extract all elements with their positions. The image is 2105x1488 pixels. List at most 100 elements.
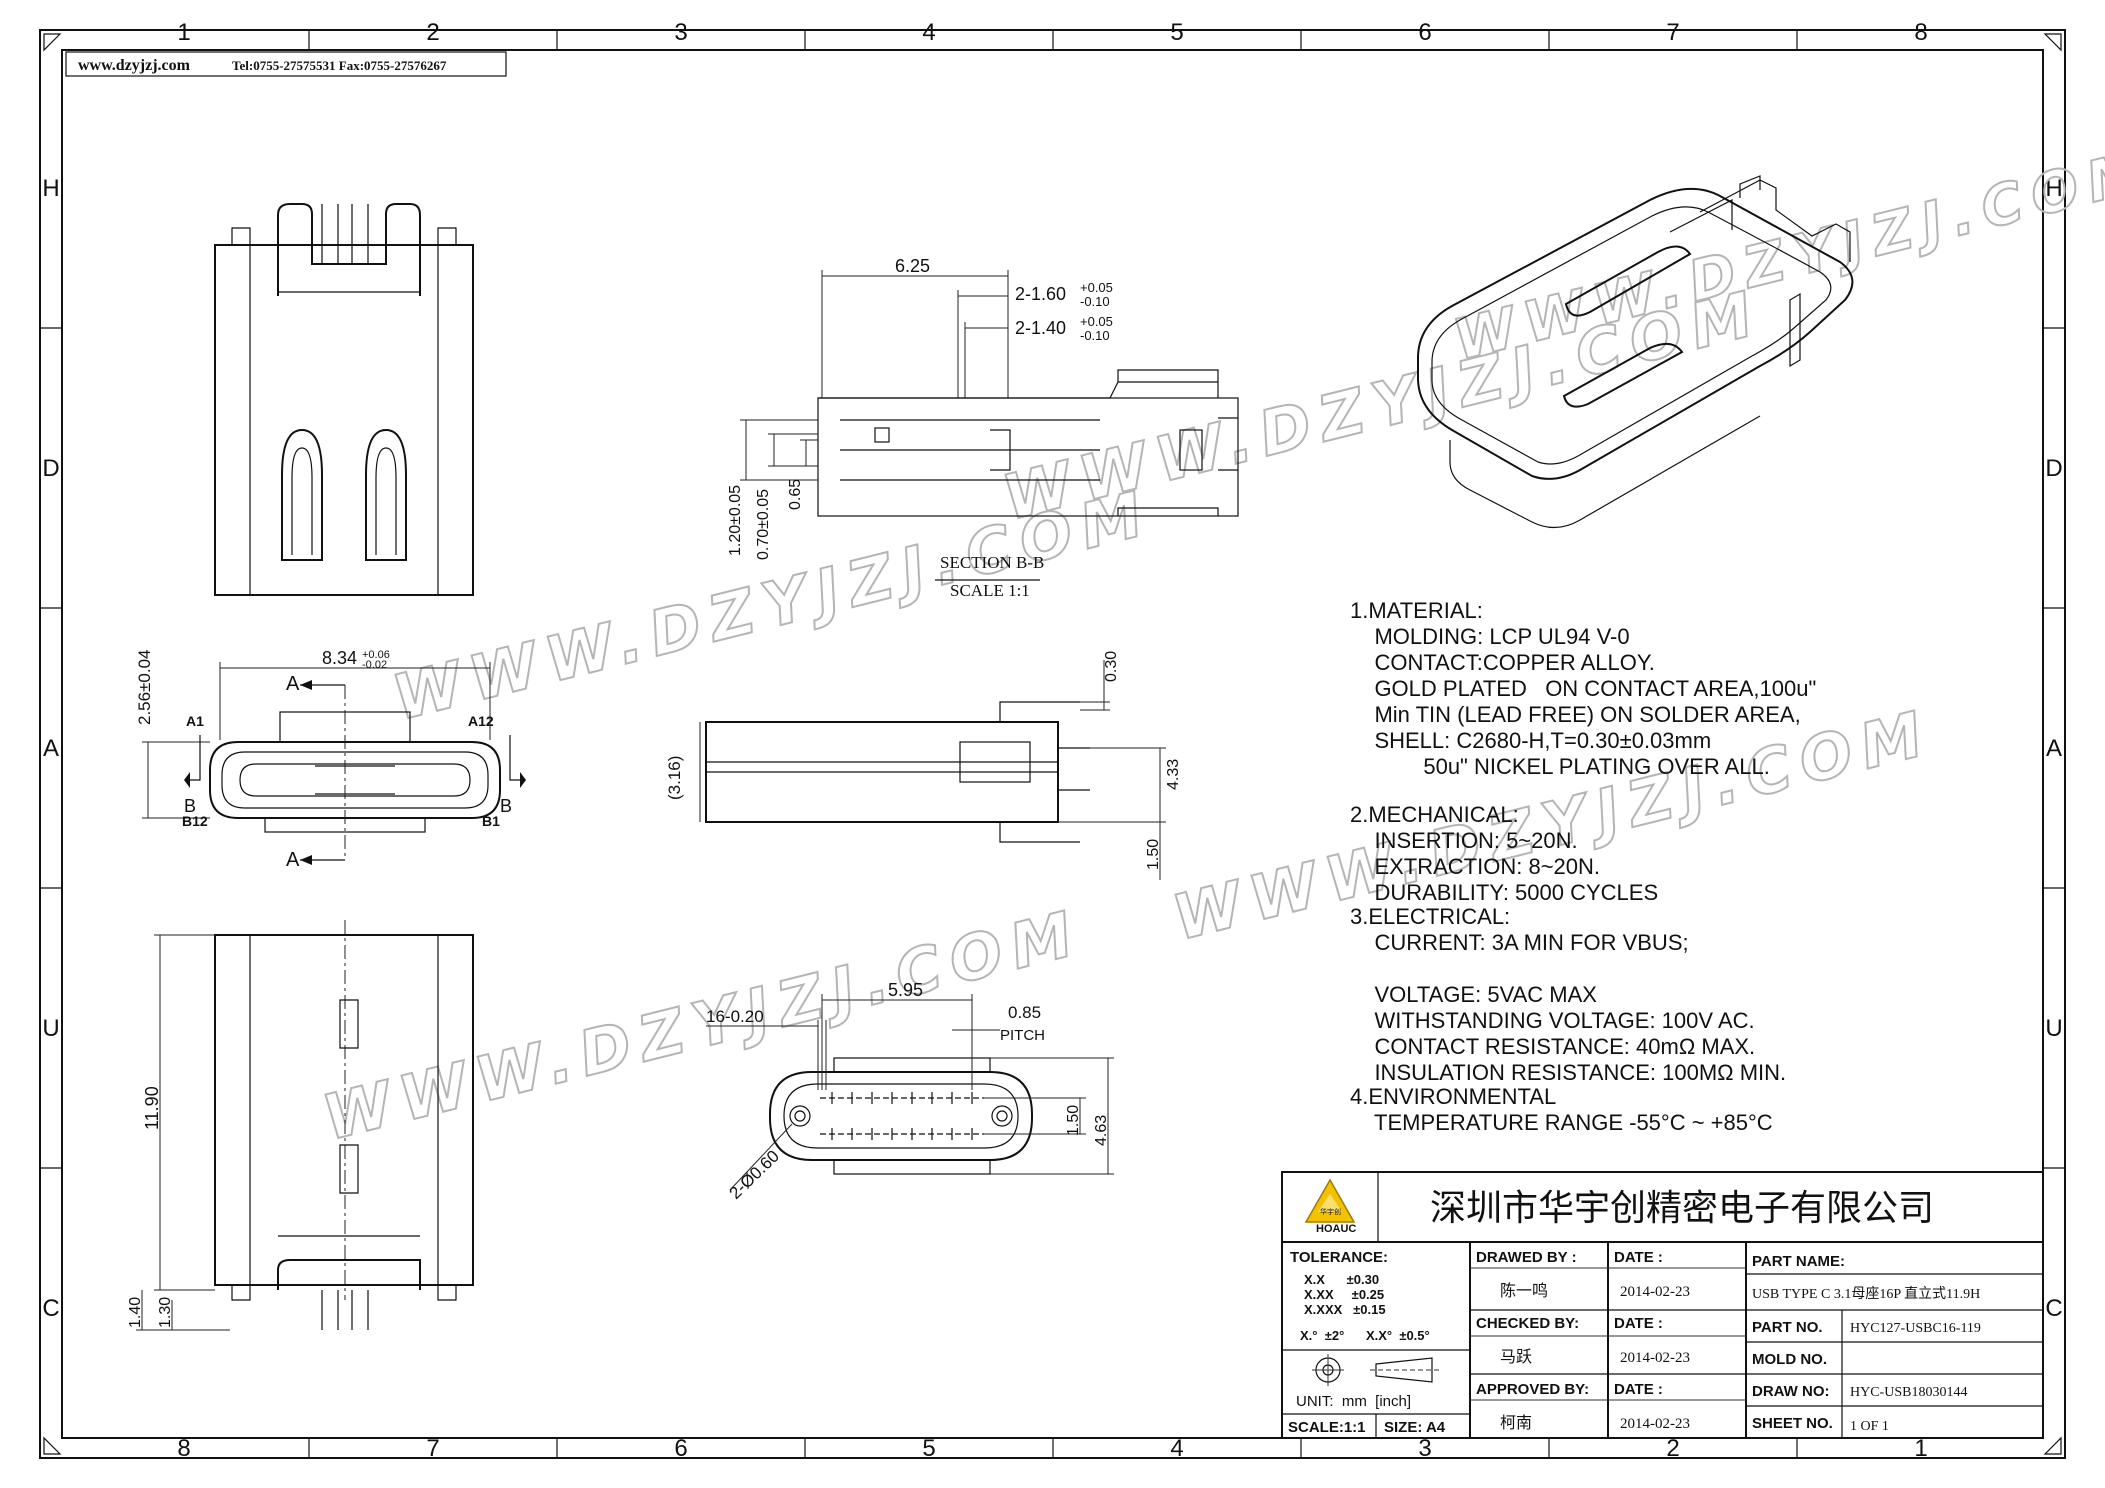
title-block [1281, 1171, 2044, 1439]
dim-160-tol-up: +0.05 [1080, 280, 1113, 295]
section-label-a-top: A [286, 673, 300, 695]
zone-right-u: U [2045, 1015, 2062, 1042]
draw-no-label: DRAW NO: [1752, 1383, 1830, 1400]
zone-top-5: 5 [1170, 19, 1183, 46]
dim-070: 0.70±0.05 [755, 489, 772, 560]
scale-label: SCALE:1:1 [1288, 1419, 1366, 1436]
drawn-by-label: DRAWED BY : [1476, 1249, 1577, 1266]
logo-text: HOAUC [1316, 1223, 1356, 1235]
zone-bottom-5: 5 [922, 1435, 935, 1462]
size-label: SIZE: A4 [1384, 1419, 1446, 1436]
zone-left-a: A [43, 735, 59, 762]
note-line-10: EXTRACTION: 8~20N. [1350, 854, 1600, 879]
top-zone-labels: 1 2 3 4 5 6 7 8 [177, 19, 1927, 46]
approved-by-value: 柯南 [1500, 1414, 1532, 1432]
dim-085: 0.85 [1008, 1003, 1041, 1022]
notes-block: 1.MATERIAL: MOLDING: LCP UL94 V-0 CONTAC… [1350, 598, 1816, 1135]
zone-left-d: D [42, 455, 59, 482]
dim-140-tol-dn: -0.10 [1080, 328, 1110, 343]
sheet-no-label: SHEET NO. [1752, 1415, 1833, 1432]
part-no-value: HYC127-USBC16-119 [1850, 1321, 1981, 1336]
section-scale: SCALE 1:1 [950, 581, 1030, 600]
dim-834: 8.34 [322, 648, 357, 668]
date-label-3: DATE : [1614, 1381, 1663, 1398]
zone-right-c: C [2045, 1295, 2062, 1322]
dim-2-060: 2-Ø0.60 [726, 1147, 783, 1203]
zone-right-h: H [2045, 175, 2062, 202]
note-line-0: 1.MATERIAL: [1350, 598, 1483, 623]
section-label-b-right: B [500, 796, 512, 816]
zone-top-2: 2 [426, 19, 439, 46]
dim-625: 6.25 [895, 256, 930, 276]
pin-label-a1: A1 [186, 713, 204, 729]
section-label-a-bottom: A [286, 849, 300, 871]
header-box [65, 51, 507, 77]
approved-by-label: APPROVED BY: [1476, 1381, 1589, 1398]
corner-mark-tr [2043, 33, 2062, 52]
side-zone-labels-left: H D A U C [42, 175, 59, 1322]
dim-834-tol-up: +0.06 [362, 649, 390, 661]
dim-030: 0.30 [1103, 651, 1120, 682]
note-line-1: MOLDING: LCP UL94 V-0 [1350, 624, 1630, 649]
bottom-zone-ticks [308, 1438, 1798, 1458]
zone-top-7: 7 [1666, 19, 1679, 46]
header-contact: Tel:0755-27575531 Fax:0755-27576267 [232, 58, 447, 73]
dim-316: (3.16) [665, 756, 684, 800]
date-value-1: 2014-02-23 [1620, 1284, 1690, 1300]
section-bb-view [740, 270, 1239, 581]
zone-right-d: D [2045, 455, 2062, 482]
watermark-group: WWW.DZYJZJ.COM WWW.DZYJZJ.COM WWW.DZYJZJ… [315, 136, 2105, 1156]
tolerance-xxx: X.XXX ±0.15 [1304, 1302, 1386, 1317]
company-name: 深圳市华宇创精密电子有限公司 [1430, 1187, 1934, 1228]
side-view-tall [136, 920, 474, 1331]
part-no-label: PART NO. [1752, 1319, 1823, 1336]
note-line-8: 2.MECHANICAL: [1350, 802, 1519, 827]
note-line-2: CONTACT:COPPER ALLOY. [1350, 650, 1655, 675]
unit-label: UNIT: mm [inch] [1296, 1393, 1411, 1410]
note-line-15: VOLTAGE: 5VAC MAX [1350, 982, 1597, 1007]
dim-834-tol-dn: -0.02 [362, 659, 387, 671]
dim-433: 4.33 [1165, 759, 1182, 790]
dim-160: 2-1.60 [1015, 284, 1066, 304]
sheet-no-value: 1 OF 1 [1850, 1419, 1889, 1434]
dim-150-bottom: 1.50 [1065, 1105, 1082, 1136]
dim-065: 0.65 [787, 479, 804, 510]
note-line-5: SHELL: C2680-H,T=0.30±0.03mm [1350, 728, 1711, 753]
header-site: www.dzyjzj.com [78, 57, 191, 74]
dim-1190: 11.90 [142, 1086, 162, 1130]
drawn-by-value: 陈一鸣 [1500, 1282, 1548, 1300]
zone-bottom-7: 7 [426, 1435, 439, 1462]
tolerance-title: TOLERANCE: [1290, 1249, 1388, 1266]
note-line-16: WITHSTANDING VOLTAGE: 100V AC. [1350, 1008, 1755, 1033]
bottom-view [706, 994, 1114, 1191]
logo-cn: 华宇创 [1320, 1207, 1341, 1216]
note-line-17: CONTACT RESISTANCE: 40mΩ MAX. [1350, 1034, 1755, 1059]
zone-bottom-1: 1 [1914, 1435, 1927, 1462]
zone-bottom-3: 3 [1418, 1435, 1431, 1462]
tolerance-angle: X.° ±2° X.X° ±0.5° [1300, 1328, 1430, 1343]
front-view [214, 203, 474, 596]
corner-mark-bl [43, 1436, 62, 1455]
section-label-b-left: B [184, 796, 196, 816]
note-line-3: GOLD PLATED ON CONTACT AREA,100u" [1350, 676, 1816, 701]
tolerance-xx: X.XX ±0.25 [1304, 1287, 1384, 1302]
pin-label-b1: B1 [482, 813, 500, 829]
dim-pitch: PITCH [1000, 1027, 1045, 1044]
isometric-view [1417, 175, 1854, 529]
zone-bottom-4: 4 [1170, 1435, 1183, 1462]
zone-top-6: 6 [1418, 19, 1431, 46]
dim-120: 1.20±0.05 [727, 485, 744, 556]
corner-mark-tl [43, 33, 62, 52]
part-name-value: USB TYPE C 3.1母座16P 直立式11.9H [1752, 1285, 1980, 1302]
draw-no-value: HYC-USB18030144 [1850, 1385, 1967, 1400]
dim-595: 5.95 [888, 980, 923, 1000]
tolerance-x: X.X ±0.30 [1304, 1272, 1379, 1287]
top-zone-ticks [308, 30, 1798, 50]
dim-130-left: 1.30 [157, 1297, 174, 1328]
note-line-6: 50u" NICKEL PLATING OVER ALL. [1350, 754, 1770, 779]
note-line-12: 3.ELECTRICAL: [1350, 904, 1510, 929]
zone-left-c: C [42, 1295, 59, 1322]
note-line-4: Min TIN (LEAD FREE) ON SOLDER AREA, [1350, 702, 1801, 727]
pin-label-a12: A12 [468, 713, 494, 729]
